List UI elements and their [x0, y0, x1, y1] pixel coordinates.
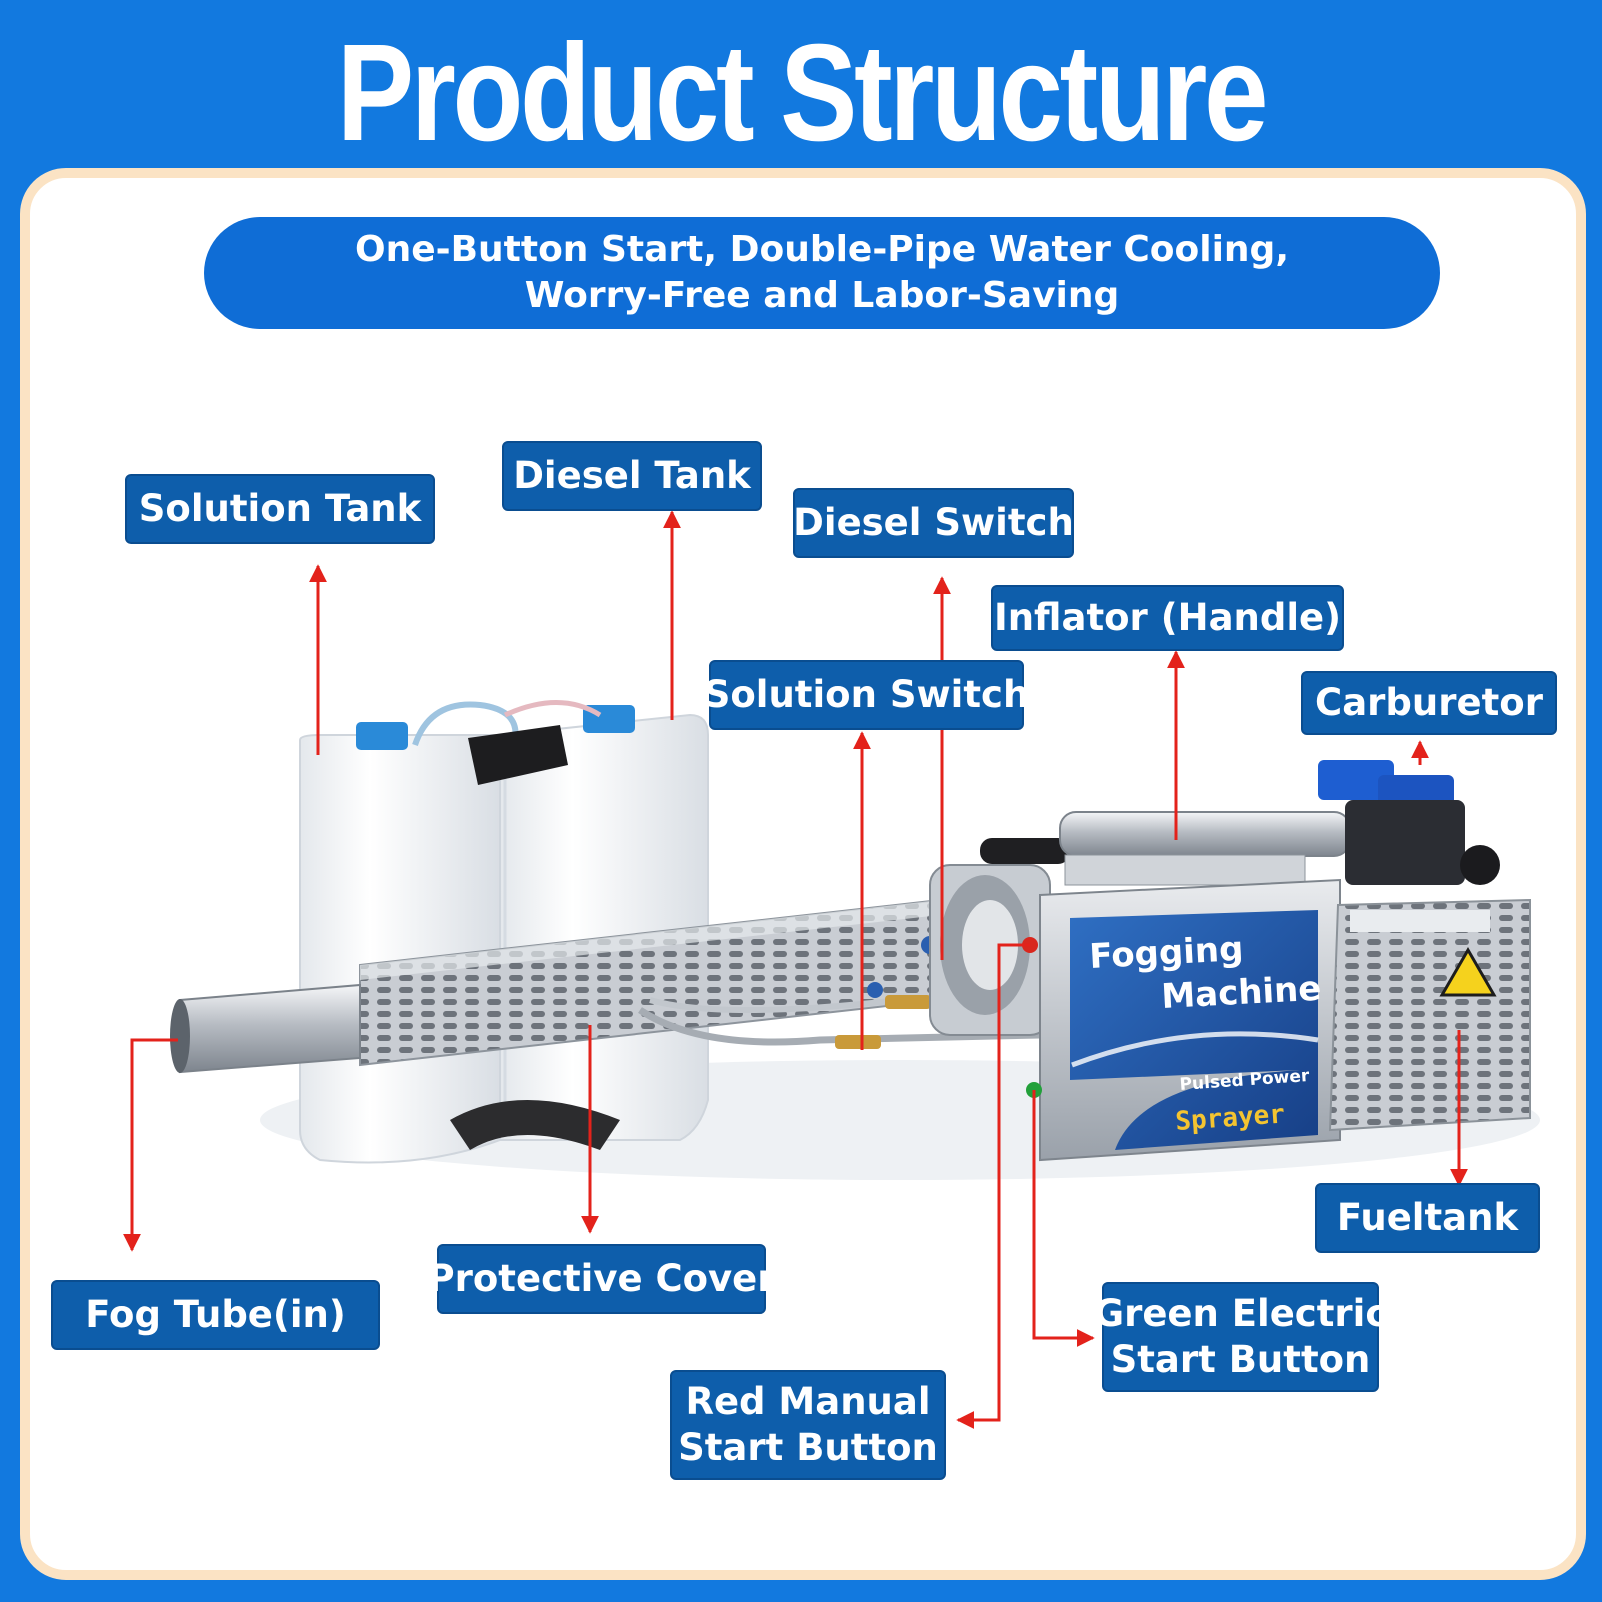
- carry-strap: [468, 725, 568, 785]
- callout-green-button-line-1: Green Electric: [1093, 1292, 1388, 1335]
- callout-solution-switch: Solution Switch: [704, 660, 1029, 730]
- callout-inflator-handle: Inflator (Handle): [991, 585, 1344, 651]
- callout-fog-tube: Fog Tube(in): [51, 1280, 380, 1350]
- diesel-pipe: [649, 989, 1051, 1013]
- callout-carburetor-label: Carburetor: [1315, 681, 1543, 724]
- callout-red-button-line-1: Red Manual: [685, 1380, 931, 1423]
- solution-tank: [299, 734, 501, 1164]
- subtitle-line-1: One-Button Start, Double-Pipe Water Cool…: [355, 229, 1289, 270]
- page-title: Product Structure: [336, 16, 1269, 170]
- callout-diesel-switch-label: Diesel Switch: [793, 501, 1074, 544]
- callout-fueltank-label: Fueltank: [1336, 1196, 1519, 1239]
- callout-red-button-line-2: Start Button: [678, 1426, 938, 1469]
- callout-protective-cover-label: Protective Cover: [427, 1257, 776, 1300]
- callout-carburetor: Carburetor: [1301, 671, 1557, 735]
- solution-switch-valve: [835, 1035, 881, 1049]
- solution-tank-cap: [356, 722, 408, 750]
- carburetor: [1318, 760, 1500, 885]
- brand-line-2: Machine: [1160, 969, 1322, 1017]
- pointer-arrows: [123, 510, 1468, 1429]
- diesel-tank: [499, 713, 709, 1141]
- callout-fog-tube-label: Fog Tube(in): [85, 1293, 346, 1336]
- callout-green-electric-start-button: Green Electric Start Button: [1094, 1282, 1387, 1392]
- tank-hose-2: [503, 700, 602, 718]
- callout-protective-cover: Protective Cover: [428, 1244, 776, 1314]
- subtitle-line-2: Worry-Free and Labor-Saving: [524, 275, 1120, 316]
- callout-diesel-tank-label: Diesel Tank: [513, 454, 751, 497]
- inflator-handle: [980, 811, 1351, 886]
- subtitle-banner: One-Button Start, Double-Pipe Water Cool…: [204, 217, 1440, 329]
- fog-tube: [170, 983, 361, 1074]
- fuel-tank: [1328, 898, 1531, 1132]
- callout-inflator-handle-label: Inflator (Handle): [993, 596, 1342, 639]
- diesel-switch-valve: [885, 995, 931, 1009]
- machine-body: [1039, 878, 1341, 1162]
- callout-solution-tank-label: Solution Tank: [138, 487, 422, 530]
- tank-hose: [412, 701, 519, 747]
- backpack-frame: [450, 1100, 620, 1150]
- callout-fueltank: Fueltank: [1315, 1183, 1540, 1253]
- callout-red-manual-start-button: Red Manual Start Button: [670, 1370, 946, 1480]
- callout-green-button-line-2: Start Button: [1110, 1338, 1371, 1381]
- callout-solution-tank: Solution Tank: [125, 474, 435, 544]
- callout-diesel-tank: Diesel Tank: [502, 441, 762, 511]
- combustion-chamber: [929, 864, 1051, 1036]
- callout-diesel-switch: Diesel Switch: [793, 488, 1074, 558]
- solution-pipe: [638, 1007, 1041, 1046]
- callout-solution-switch-label: Solution Switch: [703, 673, 1030, 716]
- solution-switch-knob: [867, 982, 883, 998]
- brand-line-1: Fogging: [1088, 929, 1244, 977]
